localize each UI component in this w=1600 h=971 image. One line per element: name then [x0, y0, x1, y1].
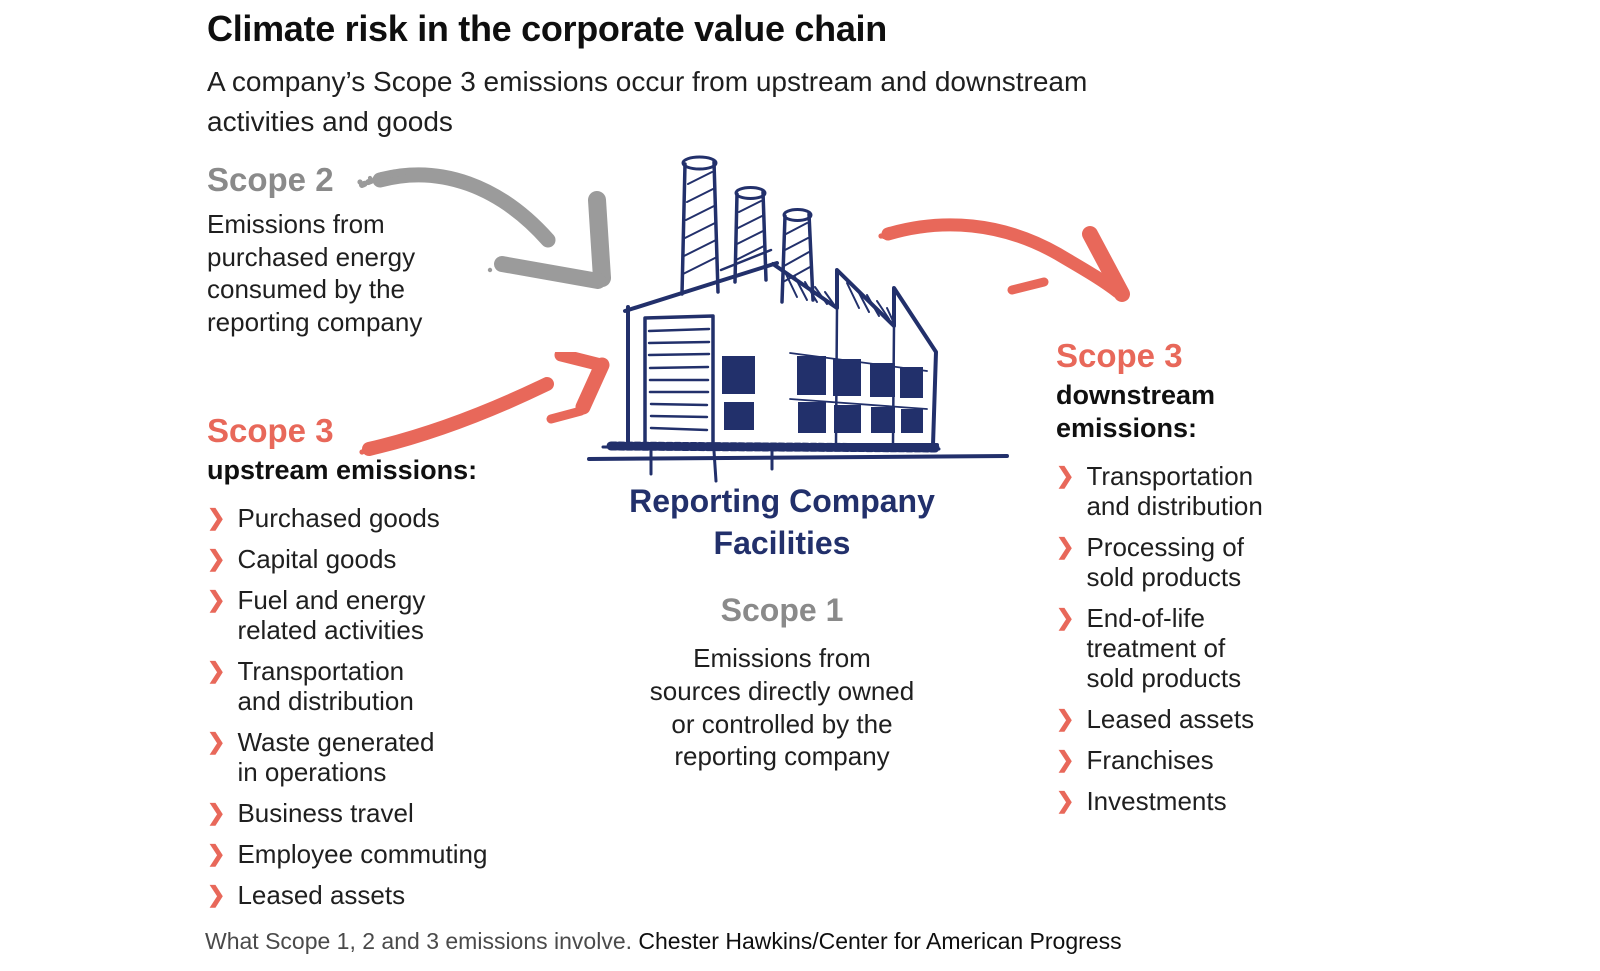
chevron-bullet-icon: ❯ — [1056, 604, 1075, 630]
scope3-upstream-arrow-icon — [359, 352, 610, 456]
scope3-downstream-title: Scope 3 — [1056, 337, 1183, 374]
scope2-description: Emissions from purchased energy consumed… — [207, 208, 423, 338]
chevron-bullet-icon: ❯ — [1056, 462, 1075, 488]
list-item-label: Capital goods — [237, 543, 397, 574]
list-item: ❯ Fuel and energy related activities — [207, 585, 507, 645]
scope3-upstream-subtitle: upstream emissions: — [207, 454, 478, 485]
scope1-description: Emissions from sources directly owned or… — [649, 643, 915, 772]
list-item: ❯ Waste generated in operations — [207, 727, 507, 787]
chevron-bullet-icon: ❯ — [207, 657, 226, 683]
list-item-label: Investments — [1086, 785, 1227, 816]
scope3-downstream-arrow-icon — [878, 218, 1130, 302]
chevron-bullet-icon: ❯ — [1056, 787, 1075, 813]
list-item: ❯ End-of-life treatment of sold products — [1056, 603, 1336, 693]
scope2-title: Scope 2 — [207, 161, 334, 198]
list-item: ❯ Leased assets — [207, 880, 507, 910]
scope3-downstream-list: ❯ Transportation and distribution ❯ Process… — [1056, 461, 1336, 816]
list-item-label: Employee commuting — [237, 838, 488, 869]
list-item: ❯ Leased assets — [1056, 704, 1336, 734]
list-item-label: Fuel and energy related activities — [237, 584, 426, 645]
scope3-upstream-section: Scope 3 upstream emissions: ❯ Purchased g… — [207, 412, 507, 921]
caption-credit: Chester Hawkins/Center for American Prog… — [638, 928, 1122, 954]
scope1-title: Scope 1 — [720, 592, 844, 628]
chevron-bullet-icon: ❯ — [207, 799, 226, 825]
list-item-label: Franchises — [1086, 744, 1214, 775]
factory-illustration — [587, 155, 1009, 483]
caption: What Scope 1, 2 and 3 emissions involve.… — [205, 928, 1122, 955]
list-item-label: Leased assets — [1086, 703, 1255, 734]
chevron-bullet-icon: ❯ — [207, 728, 226, 754]
chevron-bullet-icon: ❯ — [207, 881, 226, 907]
list-item-label: Purchased goods — [237, 502, 440, 533]
list-item: ❯ Transportation and distribution — [207, 656, 507, 716]
scope3-upstream-list: ❯ Purchased goods ❯ Capital goods ❯ Fuel and … — [207, 503, 507, 910]
list-item-label: Leased assets — [237, 879, 406, 910]
list-item-label: End-of-life treatment of sold products — [1086, 602, 1242, 693]
chevron-bullet-icon: ❯ — [207, 840, 226, 866]
scope3-upstream-title: Scope 3 — [207, 412, 334, 449]
list-item-label: Business travel — [237, 797, 414, 828]
chevron-bullet-icon: ❯ — [207, 545, 226, 571]
page-title: Climate risk in the corporate value chai… — [207, 8, 887, 49]
chevron-bullet-icon: ❯ — [1056, 533, 1075, 559]
scope3-downstream-section: Scope 3 downstream emissions: ❯ Transport… — [1056, 337, 1336, 827]
scope3-downstream-subtitle: downstream emissions: — [1056, 379, 1216, 443]
chevron-bullet-icon: ❯ — [207, 586, 226, 612]
caption-text: What Scope 1, 2 and 3 emissions involve. — [205, 928, 639, 954]
list-item-label: Transportation and distribution — [1086, 460, 1263, 521]
chevron-bullet-icon: ❯ — [207, 504, 226, 530]
scope2-section: Scope 2 Emissions from purchased energy … — [207, 161, 477, 339]
list-item: ❯ Franchises — [1056, 745, 1336, 775]
list-item-label: Transportation and distribution — [237, 655, 414, 716]
page-subtitle: A company’s Scope 3 emissions occur from… — [207, 66, 1088, 137]
chevron-bullet-icon: ❯ — [1056, 746, 1075, 772]
list-item: ❯ Investments — [1056, 786, 1336, 816]
list-item: ❯ Transportation and distribution — [1056, 461, 1336, 521]
chevron-bullet-icon: ❯ — [1056, 705, 1075, 731]
list-item: ❯ Capital goods — [207, 544, 507, 574]
list-item: ❯ Business travel — [207, 798, 507, 828]
list-item-label: Waste generated in operations — [237, 726, 435, 787]
list-item: ❯ Processing of sold products — [1056, 532, 1336, 592]
list-item: ❯ Employee commuting — [207, 839, 507, 869]
scope2-arrow-icon — [357, 167, 611, 289]
list-item: ❯ Purchased goods — [207, 503, 507, 533]
list-item-label: Processing of sold products — [1086, 531, 1244, 592]
facility-label: Reporting Company Facilities — [629, 483, 935, 561]
